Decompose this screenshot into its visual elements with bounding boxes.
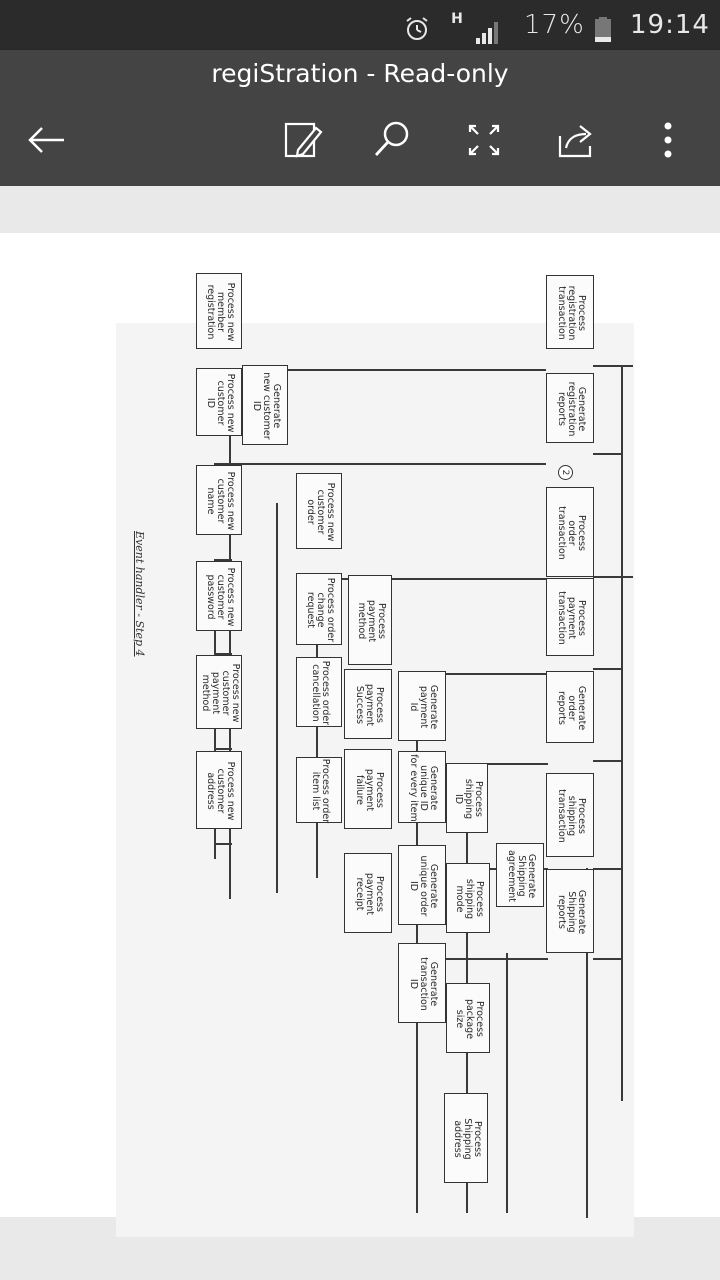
network-type-icon: H	[451, 11, 463, 27]
diagram-node-label: Process payment method	[356, 599, 387, 643]
diagram-node: Generate unique order ID	[398, 845, 446, 925]
diagram-node-label: Process new customer order	[305, 482, 336, 542]
battery-percentage: 17%	[524, 10, 585, 40]
diagram-node-label: Generate order reports	[556, 685, 587, 731]
diagram-node: Process shipping ID	[446, 763, 488, 833]
document-page: Event handler - Step 4 2 2 Process regis…	[0, 233, 720, 1237]
diagram-node-label: Process shipping ID	[453, 778, 484, 820]
diagram-node: Process new customer password	[196, 561, 242, 631]
diagram-node: Generate new customer ID	[242, 365, 288, 445]
signal-icon	[474, 14, 504, 44]
diagram-node: Process Shipping address	[444, 1093, 488, 1183]
diagram-node-label: Process registration transaction	[556, 285, 587, 341]
diagram-node: Generate transaction ID	[398, 943, 446, 1023]
diagram-node-label: Generate transaction ID	[408, 957, 439, 1011]
diagram-node-label: Generate unique ID for every item	[408, 754, 439, 822]
diagram-node: Generate registration reports	[546, 373, 594, 443]
diagram-node-label: Generate Shipping agreement	[506, 849, 537, 903]
diagram-node-label: Process payment transaction	[556, 591, 587, 645]
diagram-node: Process new customer payment method	[196, 655, 242, 729]
diagram-node: Process new member registration	[196, 273, 242, 349]
diagram-node: Process order cancellation	[296, 657, 342, 727]
alarm-icon	[404, 12, 430, 40]
back-button[interactable]	[20, 114, 72, 166]
diagram-node-label: Generate Shipping reports	[556, 889, 587, 935]
diagram-node: Process new customer order	[296, 473, 342, 549]
share-icon	[558, 125, 592, 158]
diagram-node: Process registration transaction	[546, 275, 594, 349]
edit-button[interactable]	[276, 114, 328, 166]
diagram-node: Generate Shipping agreement	[496, 843, 544, 907]
diagram-node: Process payment receipt	[344, 853, 392, 933]
document-viewer[interactable]: Event handler - Step 4 2 2 Process regis…	[0, 186, 720, 1280]
diagram-node: Process payment failure	[344, 749, 392, 829]
edit-pen-icon	[284, 122, 323, 158]
diagram-node-label: Process package size	[454, 998, 485, 1040]
diagram-node: Process payment method	[348, 575, 392, 665]
app-bar: regiStration - Read-only	[0, 50, 720, 186]
diagram-node-label: Process Shipping address	[452, 1118, 483, 1160]
diagram-node: Generate order reports	[546, 671, 594, 743]
diagram-node-label: Generate new customer ID	[251, 372, 282, 440]
battery-icon	[592, 13, 614, 42]
diagram-node-label: Process order change request	[305, 577, 336, 643]
diagram-node: Generate unique ID for every item	[398, 751, 446, 823]
diagram-node: Process new customer name	[196, 465, 242, 535]
diagram-node-label: Process payment failure	[354, 768, 385, 812]
back-arrow-icon	[28, 127, 64, 153]
diagram-node: Process shipping mode	[446, 863, 490, 933]
diagram-node-label: Process order transaction	[556, 506, 587, 560]
fullscreen-icon	[468, 124, 500, 156]
marker-circle: 2	[558, 465, 573, 480]
diagram-caption: Event handler - Step 4	[133, 531, 146, 657]
diagram-node-label: Process new customer ID	[205, 373, 236, 433]
diagram-node: Process payment transaction	[546, 578, 594, 656]
diagram-node: Process payment Success	[344, 669, 392, 739]
diagram-node: Process new customer address	[196, 751, 242, 829]
diagram-node-label: Process new customer address	[205, 761, 236, 821]
search-icon	[374, 121, 409, 156]
document-title: regiStration - Read-only	[211, 59, 509, 88]
diagram-node-label: Process new customer password	[205, 567, 236, 627]
diagram-node-label: Generate registration reports	[556, 381, 587, 437]
diagram-node: Process order item list	[296, 757, 342, 823]
diagram-node-label: Process new customer name	[205, 471, 236, 531]
diagram-node-label: Process order cancellation	[310, 660, 331, 726]
more-options-button[interactable]	[642, 114, 694, 166]
diagram-node: Generate payment Id	[398, 671, 446, 741]
diagram-node-label: Generate payment Id	[408, 684, 439, 730]
diagram-node-label: Process new member registration	[205, 282, 236, 342]
diagram-node-label: Process shipping mode	[454, 878, 485, 920]
more-vertical-icon	[664, 122, 672, 158]
diagram-node: Process shipping transaction	[546, 773, 594, 857]
diagram-node: Process package size	[446, 983, 490, 1053]
diagram-node-label: Process order item list	[310, 758, 331, 824]
diagram-node-label: Process new customer payment method	[200, 663, 241, 723]
status-bar: H 17% 19:14	[0, 0, 720, 50]
search-button[interactable]	[366, 114, 418, 166]
diagram-node: Generate Shipping reports	[546, 869, 594, 953]
diagram-node-label: Generate unique order ID	[408, 855, 439, 917]
diagram-node: Process new customer ID	[196, 368, 242, 436]
clock: 19:14	[630, 10, 710, 40]
share-button[interactable]	[550, 114, 602, 166]
diagram-node-label: Process payment Success	[354, 683, 385, 727]
diagram-node-label: Process payment receipt	[354, 872, 385, 916]
fullscreen-button[interactable]	[458, 114, 510, 166]
diagram-node: Process order change request	[296, 573, 342, 645]
diagram-node: Process order transaction	[546, 487, 594, 577]
diagram-node-label: Process shipping transaction	[556, 789, 587, 843]
